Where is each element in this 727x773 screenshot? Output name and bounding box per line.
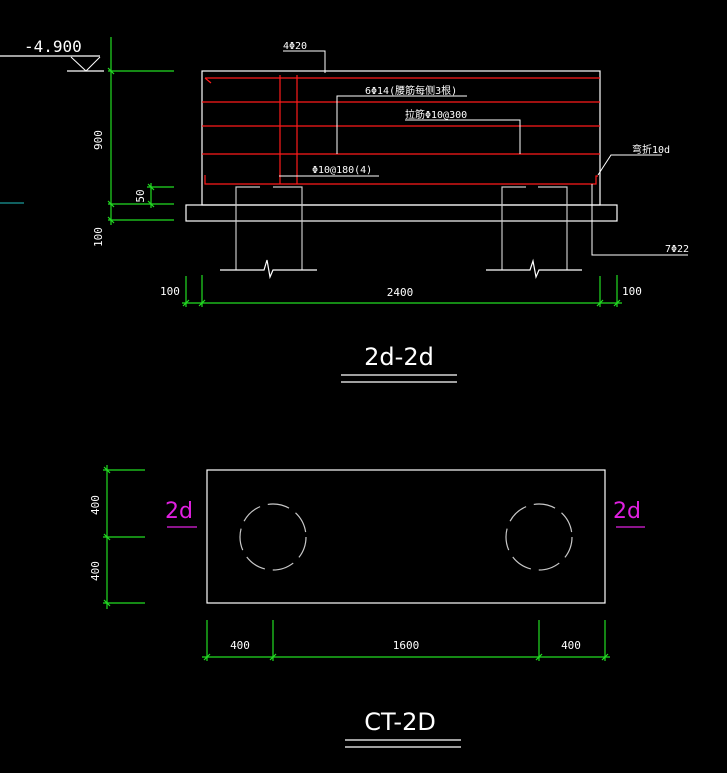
dim-right-offset: 100 [622,285,642,298]
note-bottom-bars: 7Φ22 [665,244,689,255]
elevation-label: -4.900 [24,37,82,56]
pile-right-plan [505,503,573,571]
leader-lines [279,50,688,256]
pile-left-plan [239,503,307,571]
note-tie-bars: 拉筋Φ10@300 [405,108,467,121]
dim-plan-left: 400 [230,639,250,652]
note-stirrups: Φ10@180(4) [312,165,372,176]
pile-left [220,186,317,280]
dim-left-offset: 100 [160,285,180,298]
cushion-layer [185,204,618,222]
note-top-bars: 4Φ20 [283,41,307,52]
horizontal-dimensions [182,275,622,307]
pile-right [486,186,582,280]
dim-width: 2400 [387,286,414,299]
section-mark-right: 2d [613,499,641,524]
plan-view: 2d 2d 400 400 400 1600 [89,465,645,748]
dim-height: 900 [92,130,105,150]
plan-vertical-dimensions [103,465,145,609]
section-view: -4.900 [0,37,689,383]
dim-cover: 50 [134,189,147,202]
rebar-cage [202,75,600,185]
plan-horizontal-dimensions [202,620,610,661]
vertical-dimensions [107,37,174,225]
plan-title: CT-2D [364,708,436,736]
elevation-marker: -4.900 [0,37,104,72]
dim-plan-right: 400 [561,639,581,652]
note-side-bars: 6Φ14(腰筋每侧3根) [365,84,457,97]
pile-cap-plan-outline [206,469,606,604]
section-title: 2d-2d [364,343,434,371]
dim-upper: 400 [89,495,102,515]
section-mark-left: 2d [165,499,193,524]
note-bend: 弯折10d [632,143,670,156]
dim-cushion: 100 [92,227,105,247]
dim-lower: 400 [89,561,102,581]
dim-plan-middle: 1600 [393,639,420,652]
